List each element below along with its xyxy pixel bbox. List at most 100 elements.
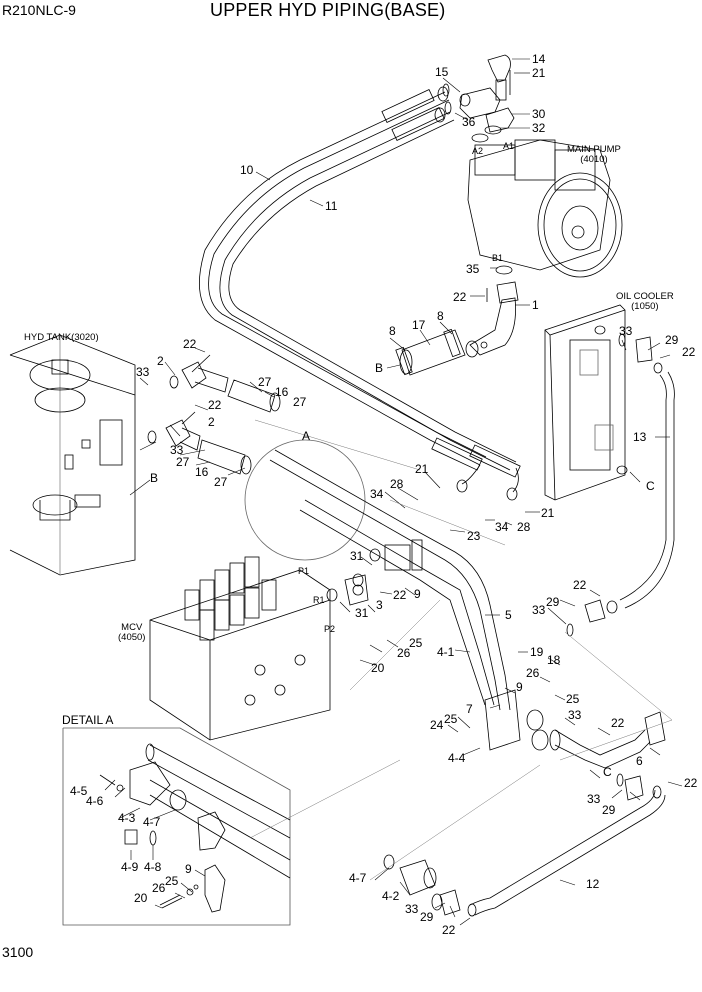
callout-4-9: 4-9 [121,860,139,874]
mcv-ref: (4050) [118,632,146,643]
callout-6: 6 [636,754,643,768]
hose-13 [566,333,675,637]
hose-fittings-upper [381,86,449,141]
page-title: UPPER HYD PIPING(BASE) [210,0,446,20]
callout-22: 22 [183,337,197,351]
callout-4-1: 4-1 [437,645,455,659]
pipe-assembly-4-1 [269,449,549,751]
callout-17: 17 [412,318,426,332]
callout-3: 3 [376,598,383,612]
main-pump-name: MAIN PUMP [567,144,621,155]
hose-fittings-lower [431,437,521,501]
callout-21: 21 [415,462,429,476]
callout-4-5: 4-5 [70,784,88,798]
callout-2: 2 [157,354,164,368]
callout-31: 31 [355,606,369,620]
callout-10: 10 [240,163,254,177]
hyd-tank-label: HYD TANK(3020) [24,332,99,343]
port-a1: A1 [503,141,515,151]
callout-22: 22 [682,345,696,359]
callout-22: 22 [393,588,407,602]
callout-16: 16 [275,385,289,399]
callout-20: 20 [134,891,148,905]
port-b1: B1 [492,253,504,263]
callout-26: 26 [526,666,540,680]
connection-marker-c: C [646,479,655,493]
main-pump-ref: (4010) [580,154,608,165]
connection-marker-c: C [603,765,612,779]
callout-27: 27 [214,475,228,489]
callout-33: 33 [170,443,184,457]
callout-9: 9 [185,862,192,876]
callout-25: 25 [409,636,423,650]
oil-cooler-name: OIL COOLER [616,291,674,302]
callout-29: 29 [602,803,616,817]
callout-27: 27 [293,395,307,409]
port-p1: P1 [298,566,310,576]
callout-25: 25 [444,712,458,726]
page-number: 3100 [2,944,34,960]
callout-29: 29 [665,333,679,347]
callout-27: 27 [176,455,190,469]
callout-30: 30 [532,107,546,121]
mcv-label: MCV (4050) [118,623,145,643]
callout-22: 22 [453,290,467,304]
pipe-6 [549,711,666,769]
oil-cooler-label: OIL COOLER (1050) [616,292,674,312]
hose-10 [199,91,487,466]
callout-27: 27 [258,375,272,389]
callout-2: 2 [208,415,215,429]
callout-22: 22 [442,923,456,937]
flange-3 [344,573,369,606]
callout-4-3: 4-3 [118,811,136,825]
oil-cooler-drawing [544,304,628,501]
detail-a-box [62,727,291,926]
callout-35: 35 [466,262,480,276]
callout-33: 33 [405,902,419,916]
callout-26: 26 [397,646,411,660]
callout-22: 22 [684,776,698,790]
callout-4-2: 4-2 [382,889,400,903]
callout-18: 18 [547,653,561,667]
callout-5: 5 [505,608,512,622]
hose-12 [383,773,666,917]
callout-26: 26 [152,881,166,895]
callout-22: 22 [611,716,625,730]
main-pump-drawing [467,139,623,278]
callout-21: 21 [541,506,555,520]
o-ring-31 [326,588,338,602]
suction-pipe-1 [465,265,519,358]
callout-25: 25 [165,874,179,888]
detail-a-title: DETAIL A [62,713,114,727]
model-number: R210NLC-9 [2,2,76,18]
callout-8: 8 [437,309,444,323]
callout-21: 21 [532,66,546,80]
callout-16: 16 [195,465,209,479]
callout-1: 1 [532,298,539,312]
callout-31: 31 [350,549,364,563]
mcv-drawing [149,556,331,741]
detail-a-circle [244,439,366,561]
callout-7: 7 [466,702,473,716]
callout-15: 15 [435,65,449,79]
callout-34: 34 [370,487,384,501]
callout-33: 33 [568,708,582,722]
hyd-tank-drawing [9,334,136,576]
oil-cooler-ref: (1050) [631,301,659,312]
callout-36: 36 [462,115,476,129]
callout-4-7: 4-7 [143,815,161,829]
callout-34: 34 [495,520,509,534]
o-ring-31 [369,548,381,562]
callout-11: 11 [325,199,338,213]
callout-9: 9 [516,680,523,694]
callout-12: 12 [586,877,600,891]
leader-lines [104,58,683,926]
pump-fittings [442,54,515,143]
callout-28: 28 [517,520,531,534]
callout-33: 33 [532,603,546,617]
callout-29: 29 [420,910,434,924]
callout-13: 13 [633,430,647,444]
tank-pipes [147,354,281,475]
main-pump-label: MAIN PUMP (4010) [567,145,621,165]
